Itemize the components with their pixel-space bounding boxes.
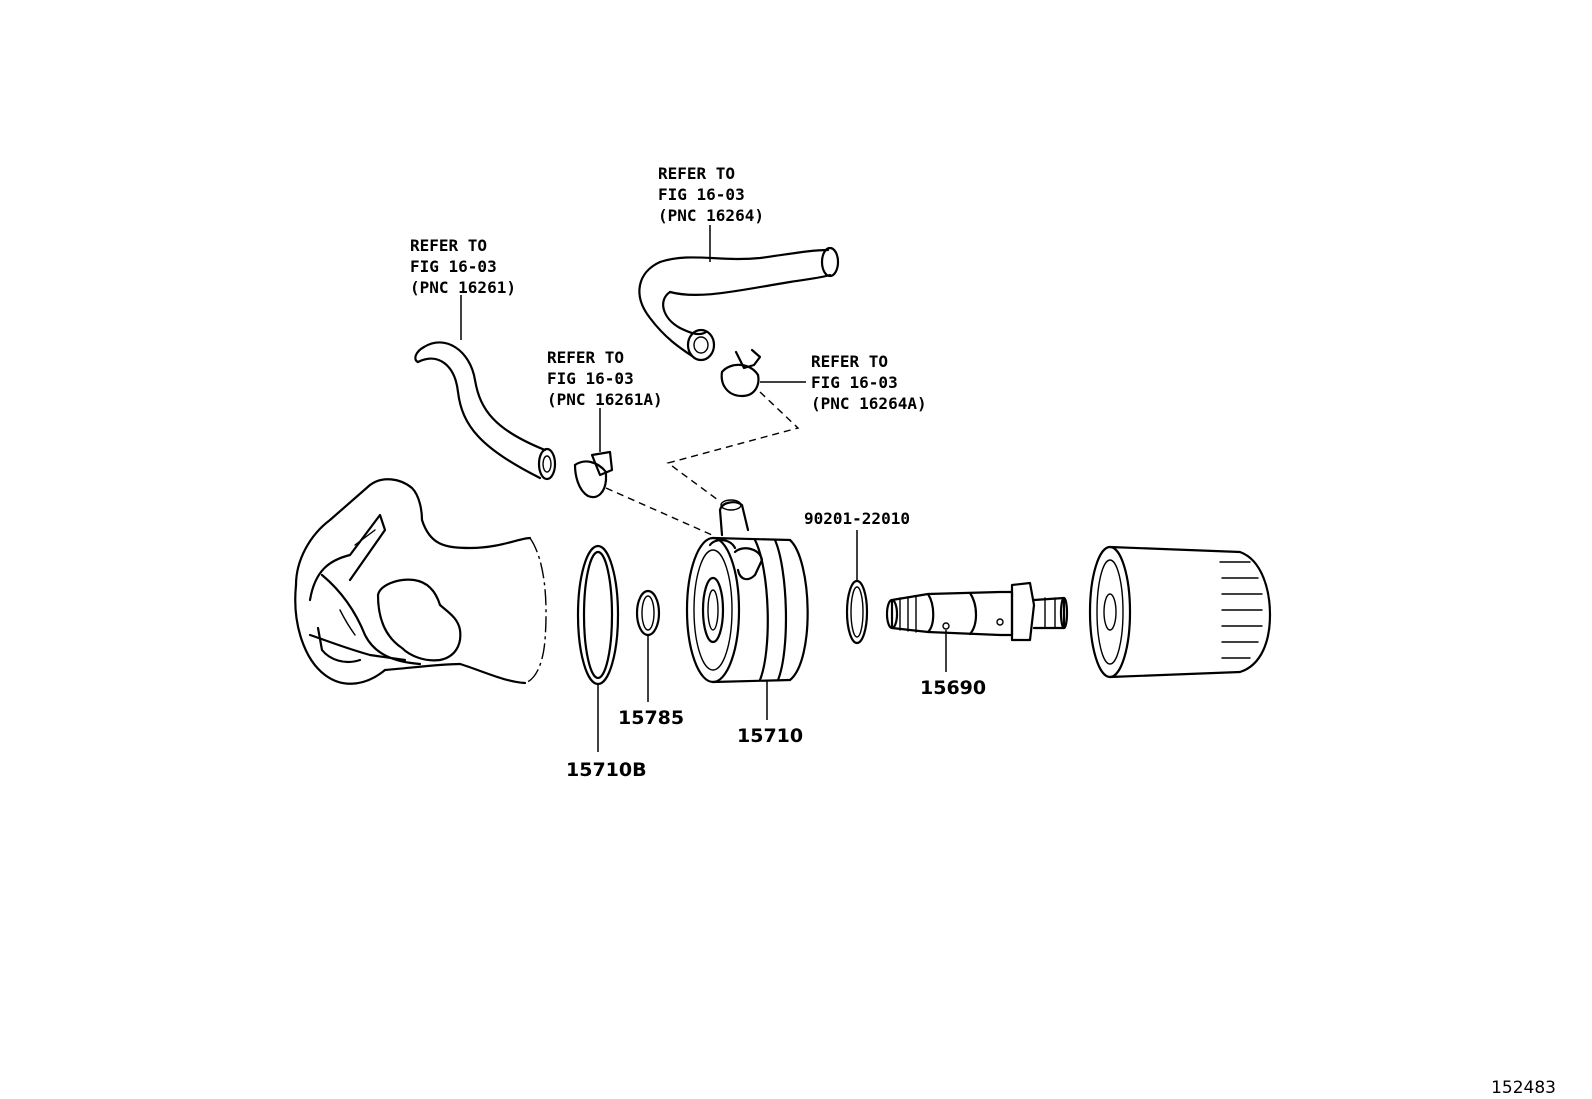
ref-line: FIG 16-03 bbox=[811, 373, 898, 392]
assembly-line-16261a bbox=[605, 487, 713, 536]
ref-callout-16261a[interactable]: REFER TO FIG 16-03 (PNC 16261A) bbox=[547, 348, 663, 409]
filter-bracket[interactable] bbox=[294, 478, 547, 685]
ref-line: (PNC 16261A) bbox=[547, 390, 663, 409]
part-label-90201-22010[interactable]: 90201-22010 bbox=[804, 509, 910, 528]
ref-callout-16264a[interactable]: REFER TO FIG 16-03 (PNC 16264A) bbox=[811, 352, 927, 413]
ref-callout-16264[interactable]: REFER TO FIG 16-03 (PNC 16264) bbox=[658, 164, 764, 225]
illustration-number: 152483 bbox=[1491, 1078, 1556, 1098]
ref-callout-16261[interactable]: REFER TO FIG 16-03 (PNC 16261) bbox=[410, 236, 516, 297]
ref-line: REFER TO bbox=[410, 236, 487, 255]
ref-line: (PNC 16261) bbox=[410, 278, 516, 297]
part-label-15710b[interactable]: 15710B bbox=[566, 759, 647, 781]
ref-line: (PNC 16264) bbox=[658, 206, 764, 225]
hose-16261[interactable] bbox=[414, 341, 557, 481]
ref-line: FIG 16-03 bbox=[410, 257, 497, 276]
clamp-16261a[interactable] bbox=[573, 450, 614, 499]
hose-16264[interactable] bbox=[638, 246, 840, 362]
assembly-line-16264a bbox=[666, 391, 800, 501]
oil-cooler-15710[interactable] bbox=[685, 499, 809, 684]
ref-line: REFER TO bbox=[811, 352, 888, 371]
ref-line: (PNC 16264A) bbox=[811, 394, 927, 413]
oring-large-15710b[interactable] bbox=[576, 544, 620, 686]
ref-line: REFER TO bbox=[658, 164, 735, 183]
part-label-15710[interactable]: 15710 bbox=[737, 725, 803, 747]
clamp-16264a[interactable] bbox=[720, 348, 762, 398]
ref-line: REFER TO bbox=[547, 348, 624, 367]
ref-line: FIG 16-03 bbox=[547, 369, 634, 388]
ref-line: FIG 16-03 bbox=[658, 185, 745, 204]
part-label-15690[interactable]: 15690 bbox=[920, 677, 986, 699]
part-label-15785[interactable]: 15785 bbox=[618, 707, 684, 729]
union-bolt-15690[interactable] bbox=[885, 581, 1069, 642]
oil-filter[interactable] bbox=[1088, 545, 1272, 679]
gasket-90201-22010[interactable] bbox=[845, 579, 869, 645]
oring-small-15785[interactable] bbox=[635, 589, 661, 637]
